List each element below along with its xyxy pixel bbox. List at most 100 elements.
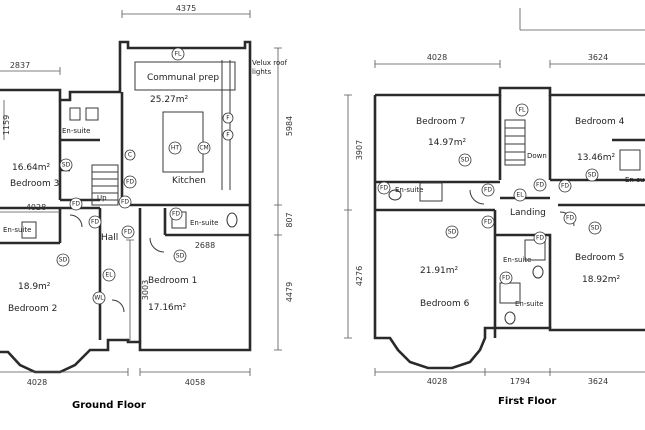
ground-sd-symbol-2: SD [56, 253, 70, 267]
kitchen-worktop [221, 60, 231, 190]
first-fd-symbol-3: FD [533, 178, 547, 192]
bedroom-2-shower [21, 221, 37, 239]
hall-label: Hall [101, 233, 118, 243]
bedroom-7-label: Bedroom 7 [416, 117, 465, 127]
svg-text:FL: FL [175, 51, 182, 58]
dim-4479: 4479 [285, 282, 294, 302]
first-fd-symbol-5: FD [481, 215, 495, 229]
dim-807: 807 [285, 212, 294, 227]
kitchen-label: Kitchen [172, 176, 206, 186]
bedroom-7-area: 14.97m² [428, 138, 467, 148]
svg-text:F: F [226, 115, 230, 122]
ensuite-shower [85, 107, 99, 121]
dim-3624-first-top: 3624 [588, 53, 608, 62]
bedroom-4-area: 13.46m² [577, 153, 616, 163]
bedroom-2-area: 18.9m² [18, 282, 51, 292]
dim-4028-ground-top: 4028 [26, 203, 46, 212]
bedroom-2-door-arc [69, 214, 83, 228]
bedroom-5-area: 18.92m² [582, 275, 621, 285]
ground-stairs [91, 164, 119, 206]
ground-dimension-lines [0, 10, 282, 376]
ground-f-symbol: F [222, 112, 234, 124]
bedroom-2-ensuite-label: En-suite [3, 226, 31, 234]
dim-3003: 3003 [141, 280, 150, 300]
communal-prep-label: Communal prep [147, 73, 219, 83]
bedroom-5-toilet [532, 265, 544, 279]
first-sd-symbol-2: SD [585, 168, 599, 182]
dim-3907: 3907 [355, 140, 364, 160]
svg-text:FD: FD [561, 183, 569, 190]
ground-fd-symbol-2: FD [69, 197, 83, 211]
ground-floor-plan: 4375 2837 5984 1159 4028 807 4479 2688 3… [0, 4, 294, 387]
bedroom-1-toilet [226, 212, 238, 228]
svg-text:FD: FD [536, 235, 544, 242]
first-sd-symbol-3: SD [445, 225, 459, 239]
dim-4028-ground-bottom: 4028 [27, 378, 47, 387]
bedroom-2-label: Bedroom 2 [8, 304, 57, 314]
svg-text:FD: FD [536, 182, 544, 189]
bedroom-6-area: 21.91m² [420, 266, 459, 276]
ground-fd-symbol-1: FD [123, 175, 137, 189]
bedroom-7-shower [419, 182, 443, 202]
svg-text:EL: EL [516, 192, 524, 199]
svg-text:SD: SD [62, 162, 71, 169]
svg-text:SD: SD [461, 157, 470, 164]
first-fd-symbol-1: FD [377, 181, 391, 195]
bedroom-6-shower [499, 282, 521, 304]
bedroom-6-door-arc [469, 189, 485, 205]
ground-ht-symbol: HT [168, 141, 182, 155]
svg-text:FD: FD [484, 187, 492, 194]
ground-fd-symbol-3: FD [118, 195, 132, 209]
bedroom-3-label: Bedroom 3 [10, 179, 59, 189]
dim-4028-first-bottom: 4028 [427, 377, 447, 386]
ground-ensuite-label: En-suite [62, 127, 90, 135]
first-fd-symbol-6: FD [533, 231, 547, 245]
kitchen-island [162, 111, 204, 173]
svg-text:SD: SD [448, 229, 457, 236]
bedroom-4-ensuite-label: En-suite [625, 176, 645, 184]
dim-1159: 1159 [2, 115, 11, 135]
svg-text:FL: FL [519, 107, 526, 114]
velux-label-line-1: Velux roof [252, 59, 288, 67]
svg-text:FD: FD [72, 201, 80, 208]
bedroom-1-door-arc [149, 237, 165, 253]
ground-cm-symbol: CM [197, 141, 211, 155]
ground-outer-wall [0, 40, 252, 374]
first-outer-wall [373, 86, 645, 370]
svg-text:EL: EL [105, 272, 113, 279]
ground-wl-symbol: WL [92, 291, 106, 305]
svg-text:FD: FD [121, 199, 129, 206]
svg-text:F: F [226, 132, 230, 139]
svg-text:FD: FD [380, 185, 388, 192]
first-fd-symbol-2: FD [481, 183, 495, 197]
ground-sd-symbol-3: SD [173, 249, 187, 263]
svg-text:FD: FD [566, 215, 574, 222]
svg-text:FD: FD [172, 211, 180, 218]
dim-3624-first-bottom: 3624 [588, 377, 608, 386]
bedroom-5-label: Bedroom 5 [575, 253, 624, 263]
bedroom-4-shower [619, 149, 641, 171]
ground-el-symbol: EL [102, 268, 116, 282]
first-sd-symbol-4: SD [588, 221, 602, 235]
svg-text:C: C [128, 152, 132, 159]
communal-prep-counter [134, 61, 236, 91]
dim-2837: 2837 [10, 61, 30, 70]
svg-text:FD: FD [91, 219, 99, 226]
ground-c-symbol: C [124, 149, 136, 161]
first-floor-plan: 4028 3624 3907 4276 4028 1794 3624 Bedro… [344, 8, 645, 386]
dim-5984: 5984 [285, 116, 294, 136]
first-stairs [504, 119, 526, 166]
bedroom-3-area: 16.64m² [12, 163, 51, 173]
ground-fd-symbol-6: FD [88, 215, 102, 229]
first-fd-symbol-8: FD [499, 271, 513, 285]
dim-4375: 4375 [176, 4, 196, 13]
ground-fd-symbol-5: FD [121, 225, 135, 239]
svg-text:SD: SD [59, 257, 68, 264]
first-fl-symbol: FL [515, 103, 529, 117]
ensuite-basin [69, 107, 81, 121]
communal-prep-area: 25.27m² [150, 95, 189, 105]
first-fd-symbol-7: FD [563, 211, 577, 225]
bedroom-7-toilet [388, 189, 402, 201]
landing-label: Landing [510, 208, 546, 218]
svg-text:WL: WL [94, 295, 104, 302]
